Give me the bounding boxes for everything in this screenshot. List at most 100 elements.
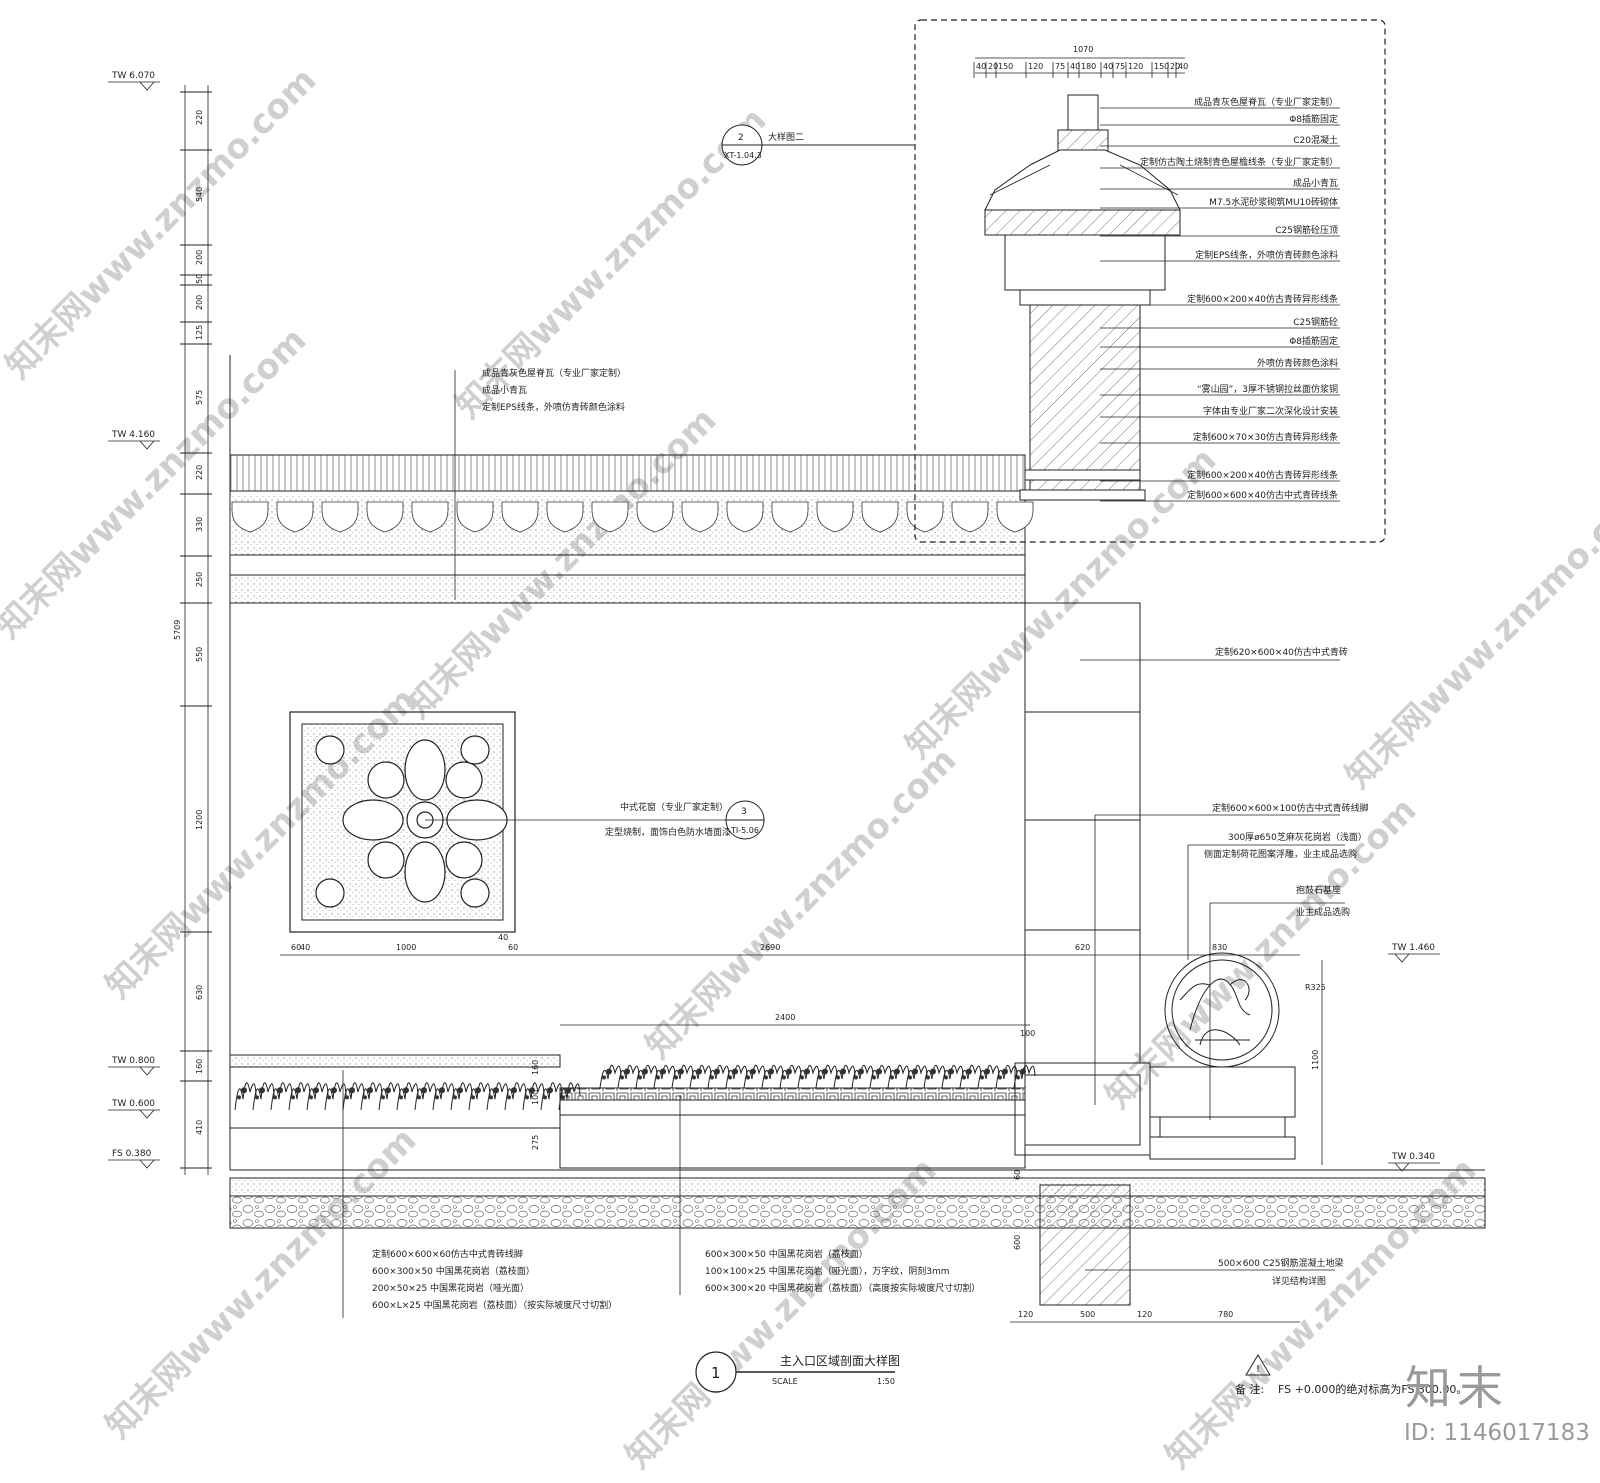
- shrub: [378, 1082, 401, 1111]
- dim-text: 1200: [195, 810, 204, 830]
- shrub: [270, 1082, 293, 1111]
- shrub: [1013, 1064, 1036, 1089]
- watermark-layer: 知末网www.znzmo.com 知末网www.znzmo.com 知末网www…: [0, 60, 1600, 1476]
- roof-tile: [726, 501, 764, 533]
- pillar-note: Φ8插筋固定: [1289, 113, 1338, 125]
- pillar-note: 外喷仿青砖颜色涂料: [1257, 357, 1338, 369]
- base-note: 业主成品选购: [1296, 906, 1350, 918]
- level-markers: [108, 81, 1440, 1172]
- callout-num: 3: [741, 807, 747, 817]
- dim-text: 1000: [396, 943, 416, 952]
- top-dimensions: [975, 57, 1185, 74]
- scale-value: 1:50: [877, 1377, 895, 1386]
- roof-tile: [861, 501, 899, 533]
- shrub: [599, 1064, 622, 1089]
- brick-note: 定制620×600×40仿古中式青砖: [1215, 646, 1348, 658]
- dim-text: 100: [531, 1090, 540, 1105]
- dim-text: 830: [1212, 943, 1227, 952]
- dim-text: 220: [195, 465, 204, 480]
- roof-tile: [906, 501, 944, 533]
- shrub: [414, 1082, 437, 1111]
- shrub: [725, 1064, 748, 1089]
- ground-note: 200×50×25 中国黑花岗岩（哑光面）: [372, 1282, 529, 1294]
- dim-text: 550: [195, 647, 204, 662]
- shrub: [558, 1082, 581, 1111]
- dim-text: 120: [1028, 62, 1043, 71]
- pillar-notes: 成品青灰色屋脊瓦（专业厂家定制）Φ8插筋固定C20混凝土定制仿古陶土烧制青色屋檐…: [1100, 96, 1340, 502]
- pillar-note: 成品小青瓦: [1293, 177, 1338, 189]
- pillar-note: 定制600×600×40仿古中式青砖线条: [1187, 489, 1338, 501]
- planting-shrubs: [234, 1064, 1036, 1111]
- roof-tile: [681, 501, 719, 533]
- dim-text: 50: [195, 274, 204, 284]
- shrub: [977, 1064, 1000, 1089]
- pillar-note: C20混凝土: [1293, 134, 1338, 146]
- level-label: TW 0.800: [111, 1056, 155, 1066]
- level-label: FS 0.380: [112, 1149, 152, 1159]
- roof-tile: [771, 501, 809, 533]
- watermark-text: 知末网www.znzmo.com: [638, 740, 964, 1066]
- shrub: [689, 1064, 712, 1089]
- shrub: [707, 1064, 730, 1089]
- roof-tile: [321, 501, 359, 533]
- shrub: [396, 1082, 419, 1111]
- shrub: [306, 1082, 329, 1111]
- dim-text: 60: [508, 943, 518, 952]
- dim-text: 220: [195, 110, 204, 125]
- callout-ref: XT-1.04.3: [724, 151, 762, 160]
- ground-note: 600×300×50 中国黑花岗岩（荔枝面）: [705, 1248, 868, 1260]
- shrub: [504, 1082, 527, 1111]
- shrub: [941, 1064, 964, 1089]
- dim-text: 200: [195, 250, 204, 265]
- detail-2-frame: [914, 19, 1386, 543]
- dim-text: 2400: [775, 1013, 795, 1022]
- dim-text: 575: [195, 390, 204, 405]
- pillar-note: 字体由专业厂家二次深化设计安装: [1203, 405, 1338, 417]
- warning-icon: [1245, 1354, 1271, 1376]
- roof-tile: [636, 501, 674, 533]
- shrub: [288, 1082, 311, 1111]
- dim-text: 200: [195, 295, 204, 310]
- shrub: [959, 1064, 982, 1089]
- ground-note: 600×300×20 中国黑花岗岩（荔枝面）（高度按实际坡度尺寸切割）: [705, 1282, 980, 1294]
- pillar-note: 定制600×200×40仿古青砖异形线条: [1187, 469, 1338, 481]
- base-note: 定制600×600×100仿古中式青砖线脚: [1212, 802, 1369, 814]
- dim-text: 1100: [1311, 1050, 1320, 1070]
- shrub: [324, 1082, 347, 1111]
- beam-note: 500×600 C25钢筋混凝土地梁: [1218, 1257, 1344, 1269]
- dim-text: 410: [195, 1120, 204, 1135]
- shrub: [743, 1064, 766, 1089]
- shrub: [905, 1064, 928, 1089]
- dim-text: 120: [1018, 1310, 1033, 1319]
- pillar-note: M7.5水泥砂浆砌筑MU10砖砌体: [1209, 196, 1338, 208]
- base-note: 侧面定制荷花图案浮雕，业主成品选购: [1204, 848, 1357, 860]
- shrub: [432, 1082, 455, 1111]
- window-note: 定型烧制，面饰白色防水墙面漆: [605, 826, 731, 838]
- dim-text: 150: [998, 62, 1013, 71]
- wall-note: 定制EPS线条，外喷仿青砖颜色涂料: [482, 401, 625, 413]
- pillar-top-detail: [984, 94, 1181, 501]
- roof-tile: [951, 501, 989, 533]
- window-note: 中式花窗（专业厂家定制）: [620, 801, 728, 813]
- dim-text: 120: [1128, 62, 1143, 71]
- drum-stone: [1149, 952, 1296, 1160]
- wall-note: 成品青灰色屋脊瓦（专业厂家定制）: [482, 367, 626, 379]
- dim-text: 600: [1013, 1235, 1022, 1250]
- roof-tile: [546, 501, 584, 533]
- roof-tile: [591, 501, 629, 533]
- watermark-text: 知末网www.znzmo.com: [398, 400, 724, 726]
- dim-text: 780: [1218, 1310, 1233, 1319]
- ground-note: 100×100×25 中国黑花岗岩（哑光面），万字纹，阴刻3mm: [705, 1265, 950, 1277]
- dim-text: 2690: [760, 943, 780, 952]
- shrub: [761, 1064, 784, 1089]
- shrub: [252, 1082, 275, 1111]
- shrub: [617, 1064, 640, 1089]
- callout-num: 2: [738, 133, 744, 143]
- dim-text: 20: [988, 62, 998, 71]
- shrub: [797, 1064, 820, 1089]
- pillar-note: 定制EPS线条，外喷仿青砖颜色涂料: [1195, 249, 1338, 261]
- ground-note: 600×L×25 中国黑花岗岩（荔枝面）（按实际坡度尺寸切割）: [372, 1299, 617, 1311]
- dim-text: 40: [300, 943, 310, 952]
- roof-tile: [366, 501, 404, 533]
